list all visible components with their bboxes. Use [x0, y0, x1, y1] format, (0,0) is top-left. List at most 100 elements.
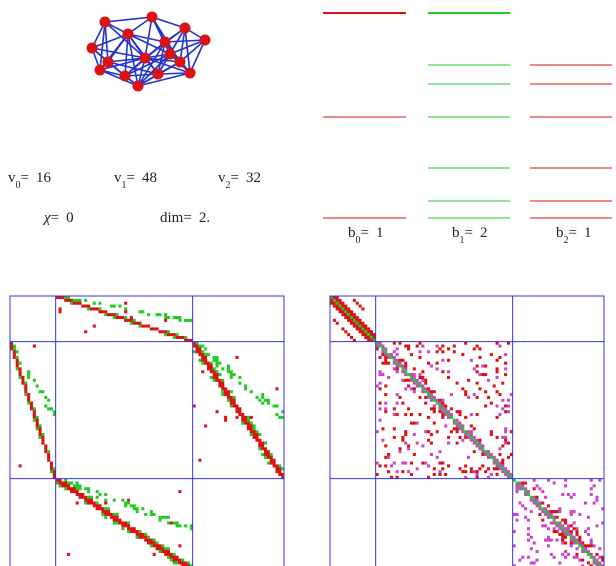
matrix-entry — [486, 455, 491, 459]
matrix-entry — [204, 355, 208, 359]
matrix-entry — [389, 353, 393, 357]
matrix-entry — [407, 378, 411, 382]
matrix-entry — [121, 527, 125, 531]
matrix-entry — [175, 521, 179, 525]
matrix-entry — [181, 564, 185, 566]
matrix-entry — [198, 344, 202, 348]
matrix-entry — [395, 470, 399, 474]
matrix-entry — [435, 350, 439, 354]
matrix-entry — [526, 555, 530, 559]
matrix-entry — [364, 333, 368, 337]
matrix-entry — [252, 424, 256, 428]
matrix-entry — [518, 481, 522, 485]
matrix-entry — [178, 561, 182, 565]
matrix-entry — [212, 375, 216, 379]
matrix-entry — [424, 381, 428, 385]
matrix-entry — [447, 410, 451, 414]
matrix-entry — [409, 353, 413, 357]
matrix-entry — [441, 401, 445, 405]
matrix-entry — [12, 347, 16, 351]
matrix-entry — [124, 315, 128, 320]
matrix-entry — [549, 512, 553, 516]
matrix-entry — [338, 301, 342, 305]
matrix-entry — [95, 490, 99, 494]
matrix-entry — [201, 370, 205, 374]
v0-stat: v0=16 — [8, 170, 51, 191]
graph-edge — [91, 47, 146, 59]
graph-node — [146, 11, 158, 23]
matrix-entry — [124, 504, 128, 508]
matrix-entry — [246, 418, 250, 422]
matrix-entry — [172, 315, 176, 320]
matrix-entry — [581, 541, 585, 545]
matrix-entry — [147, 324, 151, 328]
matrix-entry — [35, 418, 39, 422]
matrix-entry — [201, 344, 205, 348]
matrix-entry — [201, 350, 205, 354]
matrix-entry — [369, 338, 374, 342]
matrix-entry — [252, 427, 256, 431]
matrix-entry — [135, 530, 139, 534]
chi-eq: = — [50, 210, 60, 226]
matrix-entry — [458, 413, 462, 417]
matrix-entry — [255, 395, 259, 399]
matrix-entry — [384, 355, 388, 359]
matrix-entry — [546, 527, 550, 531]
matrix-entry — [241, 413, 245, 417]
matrix-entry — [226, 393, 230, 397]
matrix-entry — [504, 427, 508, 431]
matrix-entry — [589, 541, 593, 545]
matrix-entry — [421, 387, 425, 391]
matrix-entry — [184, 564, 188, 566]
matrix-entry — [447, 435, 451, 439]
matrix-entry — [378, 387, 382, 391]
matrix-entry — [364, 330, 368, 334]
matrix-entry — [58, 478, 62, 482]
matrix-entry — [524, 507, 528, 511]
matrix-entry — [472, 393, 476, 397]
matrix-entry — [61, 481, 65, 485]
matrix-entry — [138, 530, 142, 534]
matrix-entry — [238, 381, 242, 385]
matrix-entry — [427, 430, 431, 434]
matrix-entry — [35, 384, 39, 388]
matrix-entry — [521, 504, 525, 508]
matrix-entry — [575, 547, 579, 551]
matrix-entry — [415, 421, 419, 425]
matrix-entry — [358, 304, 362, 308]
matrix-entry — [595, 564, 599, 566]
matrix-entry — [367, 338, 371, 342]
matrix-entry — [475, 344, 479, 348]
matrix-entry — [352, 298, 356, 302]
matrix-entry — [161, 544, 165, 548]
matrix-entry — [61, 484, 65, 488]
matrix-entry — [478, 444, 482, 448]
matrix-entry — [455, 424, 459, 428]
matrix-entry — [506, 470, 511, 474]
matrix-entry — [115, 518, 119, 522]
matrix-entry — [264, 398, 268, 402]
matrix-entry — [264, 447, 268, 451]
matrix-entry — [564, 518, 568, 522]
matrix-entry — [429, 433, 433, 437]
matrix-entry — [464, 430, 468, 434]
matrix-entry — [504, 404, 508, 408]
matrix-entry — [166, 521, 171, 525]
matrix-entry — [266, 398, 270, 402]
matrix-entry — [144, 535, 148, 539]
matrix-entry — [498, 393, 502, 397]
matrix-entry — [572, 527, 576, 531]
matrix-entry — [181, 558, 185, 562]
matrix-entry — [261, 395, 265, 399]
matrix-entry — [501, 444, 505, 448]
matrix-entry — [229, 398, 233, 402]
matrix-entry — [395, 475, 399, 479]
matrix-entry — [392, 350, 396, 354]
matrix-entry — [398, 361, 402, 365]
matrix-entry — [238, 413, 242, 417]
matrix-entry — [561, 524, 565, 528]
matrix-entry — [481, 364, 485, 368]
matrix-entry — [429, 393, 433, 397]
matrix-entry — [104, 510, 108, 514]
matrix-entry — [166, 547, 171, 551]
